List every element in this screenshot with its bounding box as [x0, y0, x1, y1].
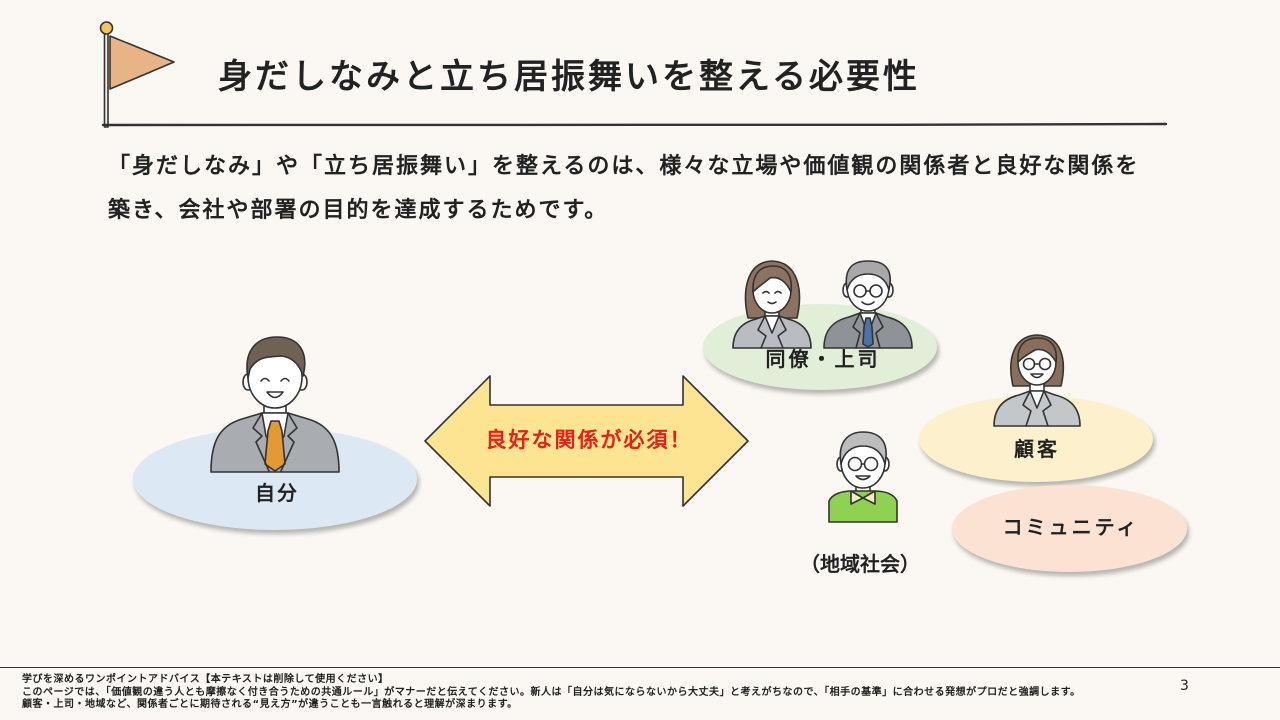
slide-title: 身だしなみと立ち居振舞いを整える必要性 [218, 57, 920, 97]
flag-icon [99, 21, 175, 128]
glasses-left-lens [853, 284, 867, 298]
community-label: コミュニティ [1002, 515, 1140, 539]
bangs [1017, 337, 1058, 363]
community-ellipse [952, 485, 1187, 572]
notes-line-2: 顧客・上司・地域など、関係者ごとに期待される“見え方”が違うことも一言触れると理… [22, 699, 518, 710]
glasses-right-lens [1038, 357, 1052, 371]
self-label: 自分 [255, 481, 299, 505]
colleagues-label: 同僚・上司 [765, 347, 881, 371]
right-ear [296, 373, 308, 391]
collar [850, 490, 876, 505]
face [1017, 338, 1057, 386]
mouth [266, 391, 284, 399]
face [840, 435, 886, 489]
customers-label: 顧客 [1014, 437, 1060, 461]
bangs [752, 265, 793, 293]
footer-divider [0, 667, 1280, 668]
hair [839, 431, 887, 465]
eyes [762, 290, 782, 294]
left-ear [842, 282, 852, 298]
glasses-left-lens [847, 456, 863, 472]
mouth [767, 301, 777, 305]
neck [1029, 377, 1045, 393]
mouth [861, 301, 875, 306]
hair [246, 336, 306, 379]
page-number: 3 [1180, 678, 1189, 694]
neck [263, 397, 287, 417]
left-ear [242, 373, 254, 391]
flag-finial [99, 21, 114, 35]
body-line-2: 築き、会社や部署の目的を達成するためです。 [108, 198, 609, 223]
title-underline [101, 122, 1168, 127]
mouth [855, 475, 871, 481]
self-ellipse [133, 428, 417, 530]
glasses-left-lens [1022, 357, 1036, 371]
hair [845, 260, 891, 291]
flag-cloth [109, 35, 175, 90]
neck [855, 483, 871, 494]
flag-pole [103, 31, 109, 128]
glasses-right-lens [869, 284, 883, 298]
face [846, 262, 890, 312]
arrow-label: 良好な関係が必須！ [485, 428, 693, 452]
notes-line-1: このページでは、「価値観の違う人とも摩擦なく付き合うための共通ルール」がマナーだ… [22, 686, 1081, 698]
local-society-label: （地域社会） [800, 552, 920, 576]
glasses-right-lens [863, 456, 879, 472]
mouth [1030, 373, 1044, 379]
back-hair [1010, 334, 1065, 387]
notes-heading: 学びを深めるワンポイントアドバイス【本テキストは削除して使用ください】 [22, 674, 389, 685]
smiling-eyes [260, 377, 290, 382]
elderly-person-illustration [828, 431, 898, 523]
body-line-1: 「身だしなみ」や「立ち居振舞い」を整えるのは、様々な立場や価値観の関係者と良好な… [108, 154, 1140, 179]
left-ear [836, 456, 846, 472]
green-sweater [828, 490, 898, 523]
speaker-notes: 学びを深めるワンポイントアドバイス【本テキストは削除して使用ください】 このペー… [22, 674, 1081, 712]
face [247, 345, 303, 409]
right-ear [880, 456, 890, 472]
right-ear [884, 282, 894, 298]
body-paragraph: 「身だしなみ」や「立ち居振舞い」を整えるのは、様々な立場や価値観の関係者と良好な… [108, 145, 1139, 233]
